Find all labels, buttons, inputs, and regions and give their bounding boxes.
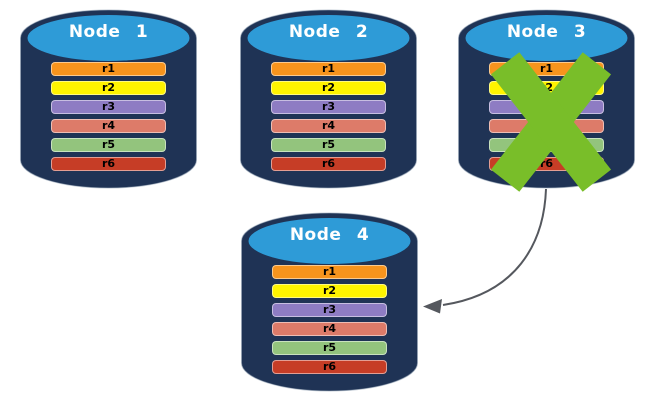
node-4: Node 4 r1 r2 r3 r4 r5 r6: [241, 212, 418, 392]
row-list: r1 r2 r3 r4 r5 r6: [271, 62, 386, 176]
row-list: r1 r2 r3 r4 r5 r6: [51, 62, 166, 176]
node-title: Node 2: [288, 22, 369, 42]
row-r6: r6: [272, 360, 387, 374]
row-r6: r6: [51, 157, 166, 171]
row-r3: r3: [51, 100, 166, 114]
arrowhead-icon: [423, 299, 442, 314]
row-list: r1 r2 r3 r4 r5 r6: [272, 265, 387, 379]
row-r4: r4: [51, 119, 166, 133]
node-3: Node 3 r1 r2 r3 r4 r5 r6: [458, 9, 635, 192]
row-r1: r1: [271, 62, 386, 76]
node-1: Node 1 r1 r2 r3 r4 r5 r6: [20, 9, 197, 189]
node-2: Node 2 r1 r2 r3 r4 r5 r6: [240, 9, 417, 189]
row-r4: r4: [271, 119, 386, 133]
node-title: Node 4: [289, 225, 370, 245]
row-r3: r3: [272, 303, 387, 317]
row-r4: r4: [272, 322, 387, 336]
node-title: Node 3: [506, 22, 587, 42]
row-r5: r5: [271, 138, 386, 152]
row-r3: r3: [271, 100, 386, 114]
row-r5: r5: [51, 138, 166, 152]
row-r1: r1: [51, 62, 166, 76]
row-r2: r2: [51, 81, 166, 95]
row-r2: r2: [272, 284, 387, 298]
row-r6: r6: [271, 157, 386, 171]
row-r1: r1: [272, 265, 387, 279]
x-mark-icon: [490, 52, 612, 192]
row-r2: r2: [271, 81, 386, 95]
node-title: Node 1: [68, 22, 149, 42]
row-r5: r5: [272, 341, 387, 355]
